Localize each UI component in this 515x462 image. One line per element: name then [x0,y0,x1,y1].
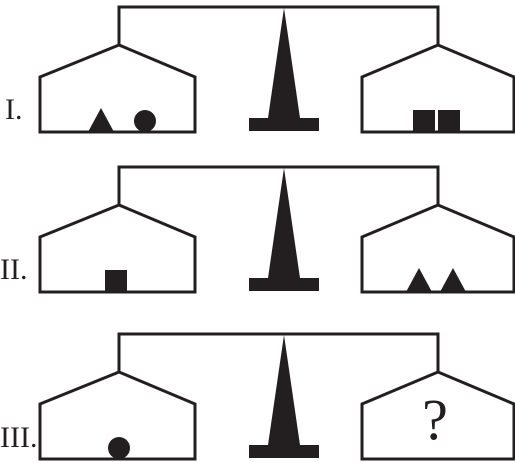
unknown-weight-question-mark: ? [422,387,448,452]
left-pan-circle-iii-1 [108,437,130,459]
row-label-i: I. [5,93,23,126]
scale-row-ii [40,167,514,292]
scale-beam-ii [119,167,438,205]
right-pan-triangle-ii-2 [440,268,466,292]
row-label-ii: II. [0,253,27,286]
scale-beam-iii [119,334,438,372]
row-label-iii: III. [0,421,37,454]
scale-pillar-i [268,8,300,118]
scale-base-iii [249,445,319,458]
scale-pillar-iii [268,335,300,445]
scale-beam-i [119,7,438,45]
left-pan-square-ii-1 [105,270,127,292]
right-pan-square-i-1 [413,110,435,132]
right-pan-ii [362,205,514,292]
scale-base-i [249,118,319,131]
left-pan-circle-i-2 [134,110,156,132]
right-pan-triangle-ii-1 [406,268,432,292]
right-pan-square-i-2 [438,110,460,132]
scale-base-ii [249,278,319,291]
left-pan-triangle-i-1 [88,108,114,132]
scale-row-i [40,7,514,132]
scale-row-iii: ? [40,334,514,459]
scale-pillar-ii [268,168,300,278]
left-pan-i [40,45,195,132]
